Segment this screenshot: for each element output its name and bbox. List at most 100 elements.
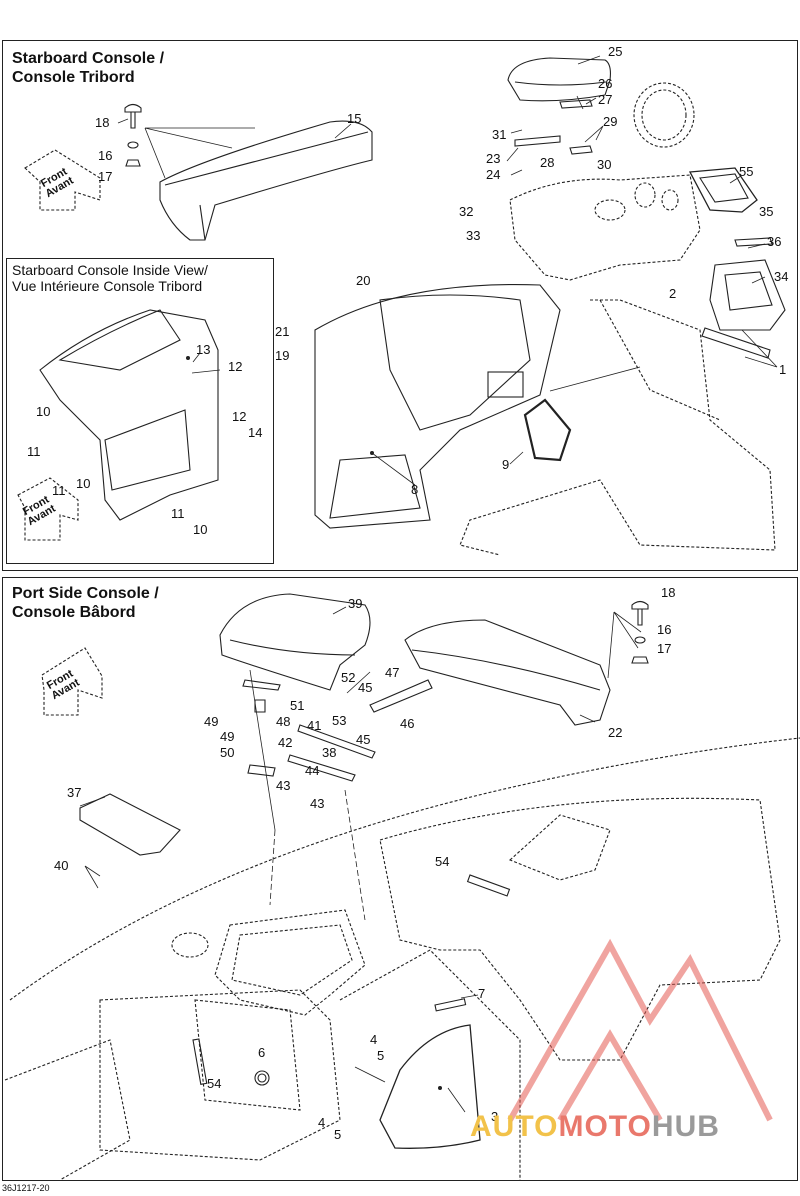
watermark-part-moto: MOTO	[558, 1110, 652, 1143]
part-9-gasket	[523, 398, 572, 462]
port-side-console-panel	[2, 577, 798, 1181]
callout-19: 19	[275, 348, 290, 363]
callout-p51: 51	[290, 698, 305, 713]
inset-title-line1: Starboard Console Inside View/	[12, 262, 208, 278]
reference-code: 36J1217-20	[2, 1183, 50, 1193]
part-37-pad	[79, 793, 181, 856]
callout-20: 20	[356, 273, 371, 288]
callout-11c: 11	[171, 506, 185, 521]
callout-13: 13	[196, 342, 211, 357]
callout-17: 17	[98, 169, 113, 184]
callout-p42: 42	[278, 735, 293, 750]
callout-p4a: 4	[370, 1032, 378, 1047]
callout-p43b: 43	[310, 796, 325, 811]
front-arrow-3	[41, 647, 103, 716]
callout-10a: 10	[36, 404, 51, 419]
front-arrow-1	[24, 149, 101, 211]
callout-2: 2	[669, 286, 677, 301]
part-18-bolt	[124, 103, 142, 129]
watermark-part-auto: AUTO	[470, 1110, 559, 1143]
callout-9: 9	[502, 457, 510, 472]
callout-p22: 22	[608, 725, 623, 740]
callout-29: 29	[603, 114, 618, 129]
callout-p16: 16	[657, 622, 672, 637]
callout-p6: 6	[258, 1045, 266, 1060]
callout-p37: 37	[67, 785, 82, 800]
callout-p40: 40	[54, 858, 69, 873]
callout-35: 35	[759, 204, 774, 219]
callout-23: 23	[486, 151, 501, 166]
callout-p5b: 5	[334, 1127, 342, 1142]
callout-30: 30	[597, 157, 612, 172]
watermark-part-hub: HUB	[651, 1110, 720, 1143]
callout-p17: 17	[657, 641, 672, 656]
callout-34: 34	[774, 269, 789, 284]
starboard-console-panel	[2, 40, 798, 571]
callout-p54b: 54	[207, 1076, 222, 1091]
callout-14: 14	[248, 425, 263, 440]
callout-10b: 10	[76, 476, 91, 491]
callout-p47: 47	[385, 665, 400, 680]
callout-p48: 48	[276, 714, 291, 729]
watermark-text: AUTOMOTOHUB	[470, 1110, 720, 1144]
callout-p54a: 54	[435, 854, 450, 869]
callout-31: 31	[492, 127, 507, 142]
part-8-panel	[314, 284, 561, 529]
port-title-line2: Console Bâbord	[12, 604, 136, 621]
callout-p3: 3	[491, 1109, 499, 1124]
callout-15: 15	[347, 111, 362, 126]
callout-p7: 7	[478, 986, 486, 1001]
callout-p5a: 5	[377, 1048, 385, 1063]
callout-32: 32	[459, 204, 474, 219]
callout-11b: 11	[52, 483, 66, 498]
part-39-lid	[219, 593, 371, 691]
dash-assembly	[509, 174, 701, 281]
front-arrow-2	[17, 477, 79, 541]
callout-16: 16	[98, 148, 113, 163]
deck-outline	[9, 737, 800, 1001]
callout-26: 26	[598, 76, 613, 91]
callout-12a: 12	[228, 359, 243, 374]
callout-p41: 41	[307, 718, 322, 733]
callout-p45a: 45	[358, 680, 373, 695]
callout-p43a: 43	[276, 778, 291, 793]
part-3-panel	[379, 1024, 481, 1149]
part-34-tray	[709, 259, 786, 331]
watermark-logo-icon	[507, 938, 773, 1122]
callout-33: 33	[466, 228, 481, 243]
callout-1: 1	[779, 362, 787, 377]
starboard-title-line1: Starboard Console /	[12, 50, 165, 67]
callout-p49b: 49	[220, 729, 235, 744]
callout-11a: 11	[27, 444, 41, 459]
starboard-title-line2: Console Tribord	[12, 69, 135, 86]
port-title-line1: Port Side Console /	[12, 585, 159, 602]
inset-title-line2: Vue Intérieure Console Tribord	[12, 278, 203, 294]
callout-p46: 46	[400, 716, 415, 731]
callout-27: 27	[598, 92, 613, 107]
callout-25: 25	[608, 44, 623, 59]
callout-p49a: 49	[204, 714, 219, 729]
callout-8: 8	[411, 482, 419, 497]
callout-p45b: 45	[356, 732, 371, 747]
part-55-visor	[688, 167, 758, 213]
callout-p44: 44	[305, 763, 320, 778]
callout-28: 28	[540, 155, 555, 170]
part-15-lid	[159, 120, 373, 241]
callout-p39: 39	[348, 596, 363, 611]
inset-console	[39, 309, 219, 521]
callout-18: 18	[95, 115, 110, 130]
callout-24: 24	[486, 167, 501, 182]
callout-21: 21	[275, 324, 290, 339]
callout-10c: 10	[193, 522, 208, 537]
starboard-inside-view-inset	[6, 258, 274, 564]
callout-p50: 50	[220, 745, 235, 760]
callout-p4b: 4	[318, 1115, 326, 1130]
callout-p38: 38	[322, 745, 337, 760]
callout-p18: 18	[661, 585, 676, 600]
callout-p52: 52	[341, 670, 356, 685]
part-25-cover	[507, 57, 611, 102]
part-22-lid	[404, 619, 611, 726]
callout-55: 55	[739, 164, 754, 179]
callout-p53: 53	[332, 713, 347, 728]
